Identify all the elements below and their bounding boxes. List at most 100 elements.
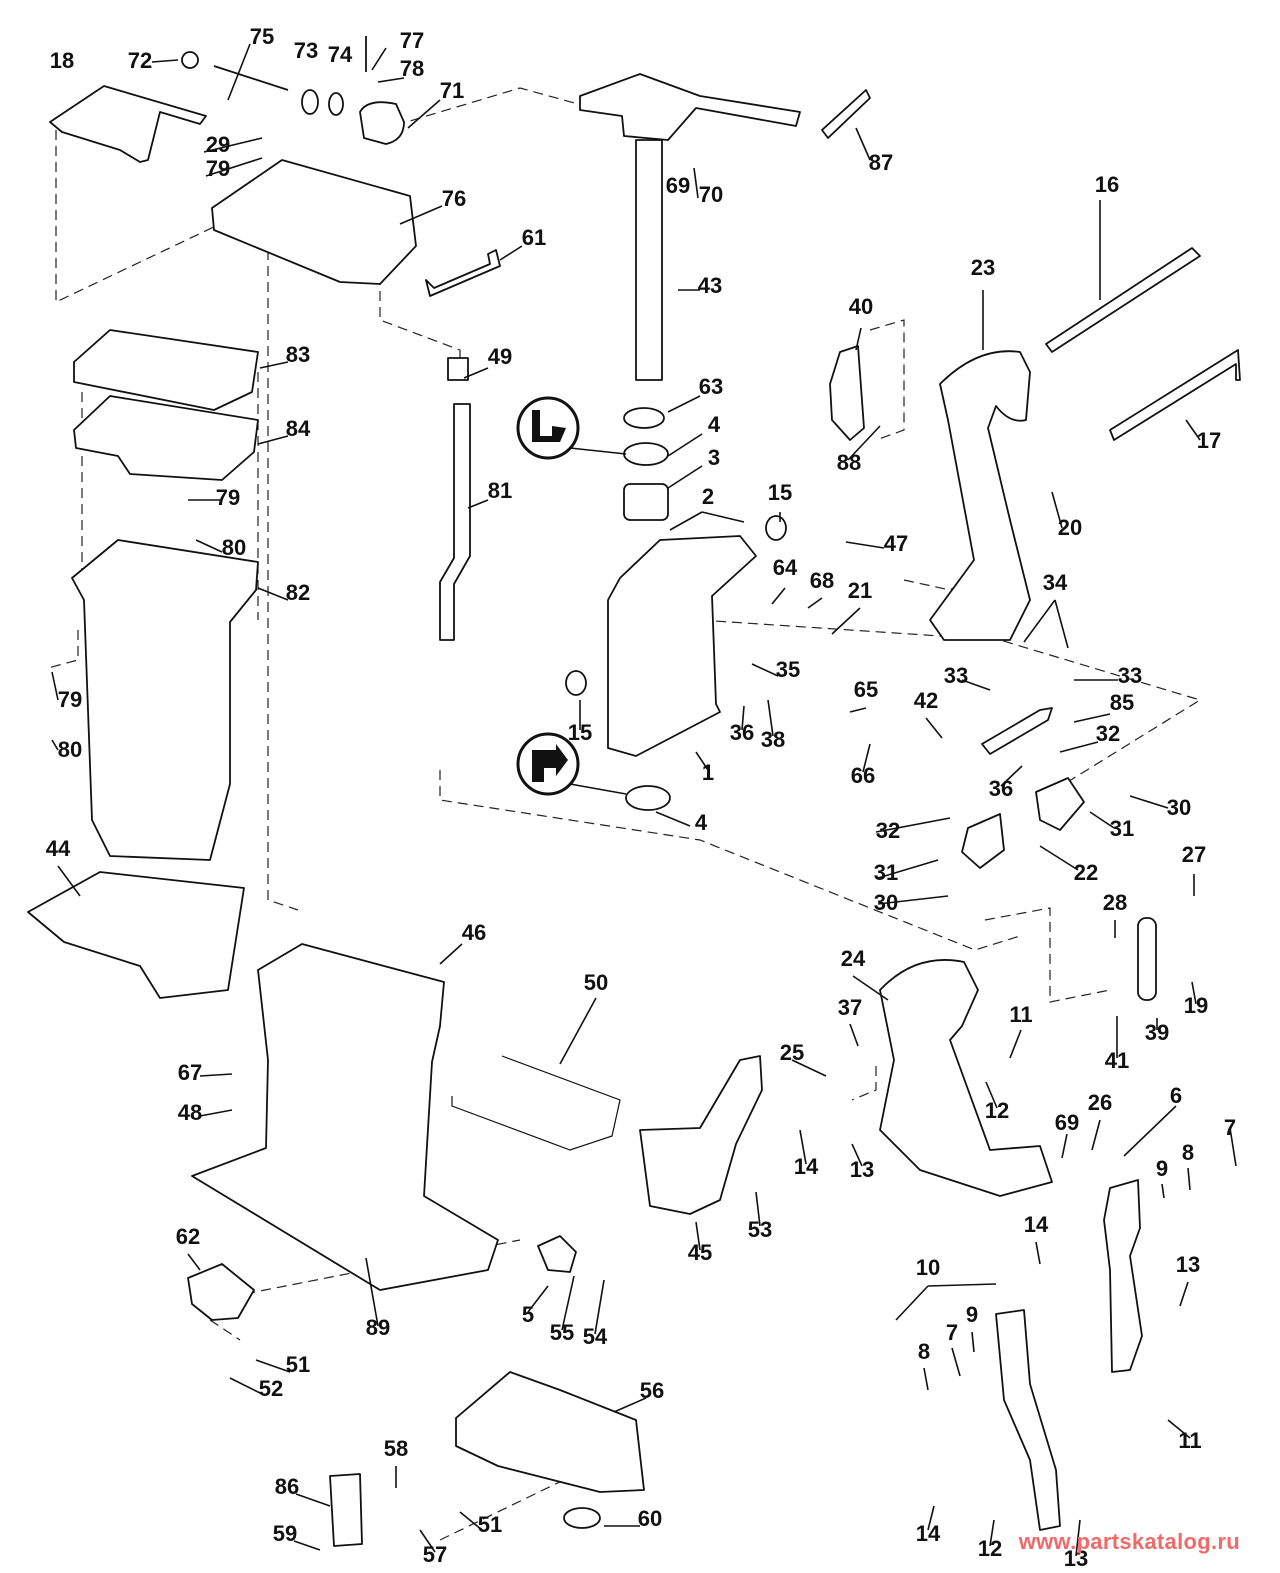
part-10-bracket-plate	[995, 1309, 1061, 1531]
leader-line	[655, 811, 691, 827]
callout-label-76: 76	[442, 186, 466, 211]
leader-lines	[51, 43, 1237, 1557]
callout-label-15: 15	[768, 480, 792, 505]
callout-label-4: 4	[708, 412, 721, 437]
part-1-swivel-bracket	[607, 535, 757, 757]
leader-line	[1000, 765, 1023, 787]
part-46-midsection	[191, 943, 499, 1291]
callout-label-80: 80	[58, 737, 82, 762]
leader-line	[895, 1285, 929, 1321]
leader-line	[1161, 1183, 1165, 1199]
callout-label-80: 80	[222, 535, 246, 560]
callout-label-19: 19	[1184, 993, 1208, 1018]
leader-line	[741, 705, 745, 731]
leader-line	[561, 1275, 575, 1331]
leader-line	[925, 717, 943, 739]
callout-label-57: 57	[423, 1542, 447, 1567]
part-15-washer-upper	[765, 515, 787, 541]
callout-label-13: 13	[1176, 1252, 1200, 1277]
part-23-stern-bracket-starboard	[929, 350, 1031, 641]
callout-label-79: 79	[216, 485, 240, 510]
callout-label-52: 52	[259, 1376, 283, 1401]
leader-line	[1051, 491, 1063, 529]
leader-line	[855, 327, 862, 351]
part-24-stern-bracket-port	[879, 959, 1053, 1197]
leader-line	[851, 1143, 863, 1167]
callout-label-7: 7	[946, 1320, 958, 1345]
part-82-exhaust-housing	[71, 539, 259, 861]
part-84-adapter	[73, 395, 259, 481]
part-85-bracket	[981, 707, 1053, 755]
leader-line	[695, 1221, 701, 1251]
callout-label-73: 73	[294, 38, 318, 63]
callout-label-46: 46	[462, 920, 486, 945]
leader-line	[459, 1511, 483, 1531]
leader-line	[463, 367, 489, 379]
callout-label-61: 61	[522, 225, 546, 250]
callout-label-67: 67	[178, 1060, 202, 1085]
callout-label-51: 51	[478, 1512, 502, 1537]
leader-line	[1123, 1105, 1177, 1157]
leader-line	[407, 99, 441, 129]
callout-label-31: 31	[874, 860, 898, 885]
callout-label-14: 14	[794, 1154, 819, 1179]
callout-label-50: 50	[584, 970, 608, 995]
leader-line	[669, 511, 703, 531]
callout-label-75: 75	[250, 24, 274, 49]
part-76-upper-mount-housing	[211, 159, 417, 285]
part-3-bushing	[623, 483, 669, 521]
part-75-bolt	[213, 65, 289, 91]
leader-line	[1187, 1167, 1191, 1191]
callout-label-1: 1	[702, 760, 714, 785]
leader-line	[875, 817, 951, 833]
leader-line	[1061, 1133, 1068, 1159]
callout-label-47: 47	[884, 531, 908, 556]
callout-label-36: 36	[989, 776, 1013, 801]
leader-line	[862, 743, 871, 773]
callout-label-43: 43	[698, 273, 722, 298]
callout-label-5: 5	[522, 1302, 534, 1327]
callout-label-86: 86	[275, 1474, 299, 1499]
callout-label-63: 63	[699, 374, 723, 399]
part-17-tilt-rod	[1109, 349, 1241, 441]
callout-label-74: 74	[328, 42, 353, 67]
part-71-mount	[359, 101, 405, 145]
callout-label-82: 82	[286, 580, 310, 605]
parts	[27, 36, 1241, 1547]
callout-label-30: 30	[874, 890, 898, 915]
callout-label-12: 12	[985, 1098, 1009, 1123]
leader-line	[1059, 741, 1099, 753]
callout-label-20: 20	[1058, 515, 1082, 540]
leader-line	[419, 1529, 436, 1553]
part-62-anode	[187, 1263, 255, 1321]
callout-label-45: 45	[688, 1240, 712, 1265]
leader-line	[791, 1059, 827, 1077]
callout-label-84: 84	[286, 416, 311, 441]
callout-label-29: 29	[206, 132, 230, 157]
leader-line	[755, 1191, 761, 1227]
leader-line	[499, 245, 523, 261]
leader-line	[927, 1505, 935, 1531]
callout-label-23: 23	[971, 255, 995, 280]
callout-label-42: 42	[914, 688, 938, 713]
leader-line	[377, 77, 405, 83]
part-61-tube	[425, 249, 501, 297]
callout-label-24: 24	[841, 946, 866, 971]
leader-line	[1089, 811, 1115, 829]
leader-line	[927, 1283, 997, 1287]
callout-label-13: 13	[1064, 1546, 1088, 1571]
callout-label-8: 8	[1182, 1140, 1194, 1165]
leader-line	[852, 975, 889, 1001]
callout-label-64: 64	[773, 555, 798, 580]
callout-label-4: 4	[695, 810, 708, 835]
leader-line	[199, 1109, 233, 1117]
callout-label-70: 70	[699, 182, 723, 207]
callout-label-41: 41	[1105, 1048, 1129, 1073]
callout-label-22: 22	[1074, 860, 1098, 885]
part-15-washer-lower	[565, 670, 587, 696]
callout-label-9: 9	[966, 1302, 978, 1327]
callout-label-69: 69	[666, 173, 690, 198]
leader-line	[1035, 1241, 1041, 1265]
leader-line	[439, 943, 463, 965]
